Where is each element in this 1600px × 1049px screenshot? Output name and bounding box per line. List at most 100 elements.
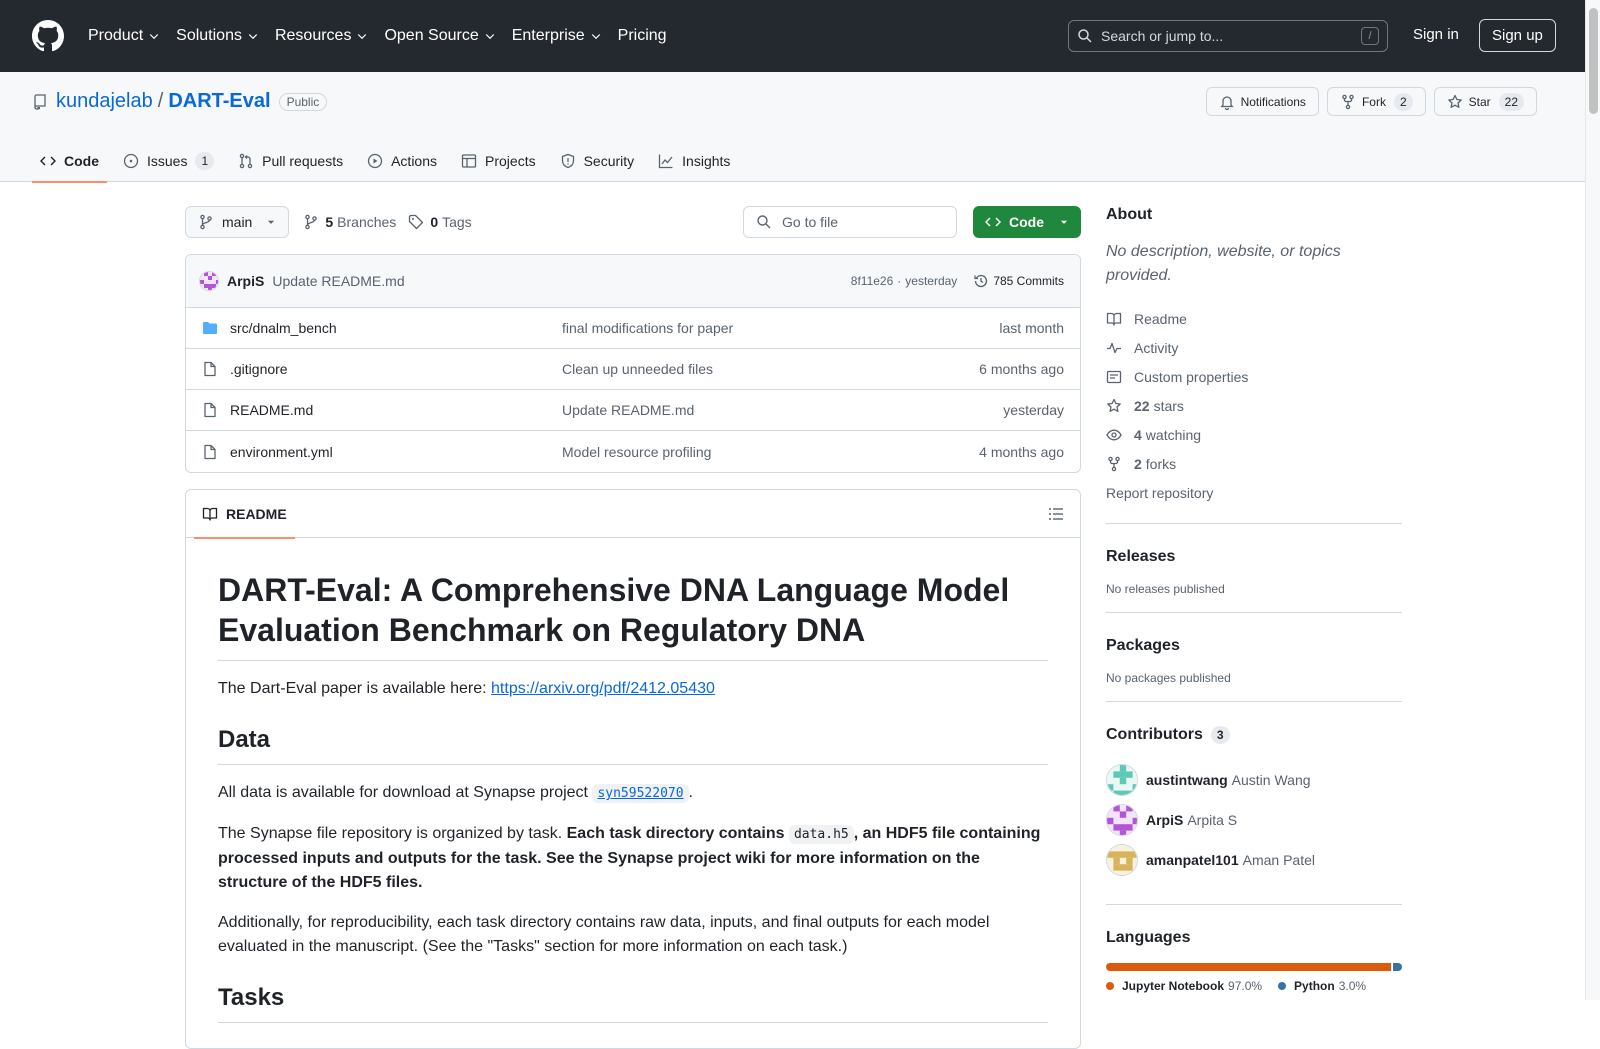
commits-history-link[interactable]: 785 Commits: [973, 273, 1064, 289]
repo-name-link[interactable]: DART-Eval: [168, 90, 271, 112]
fork-button[interactable]: Fork 2: [1326, 87, 1426, 116]
tab-pull-requests[interactable]: Pull requests: [230, 139, 351, 182]
language-item[interactable]: Python 3.0%: [1278, 979, 1366, 993]
identicon-icon: [1107, 845, 1137, 875]
avatar[interactable]: [1106, 764, 1138, 796]
github-logo-icon[interactable]: [32, 20, 64, 52]
releases-heading[interactable]: Releases: [1106, 548, 1176, 565]
contributor-item[interactable]: austintwang Austin Wang: [1106, 760, 1402, 800]
file-commit-message[interactable]: Model resource profiling: [562, 443, 712, 460]
file-name[interactable]: .gitignore: [230, 361, 288, 377]
search-input[interactable]: Search or jump to... /: [1068, 20, 1388, 52]
identicon-icon: [200, 272, 218, 290]
branch-icon: [200, 214, 212, 230]
synapse-project-link[interactable]: syn59522070: [592, 784, 689, 803]
section-heading-data: Data: [218, 725, 1048, 765]
file-row[interactable]: README.md Update README.md yesterday: [186, 390, 1080, 431]
nav-resources[interactable]: Resources: [275, 27, 368, 45]
contributors-count: 3: [1210, 726, 1230, 744]
contributor-login: amanpatel101: [1146, 852, 1239, 868]
sign-up-button[interactable]: Sign up: [1479, 19, 1556, 52]
readme-paragraph: The Synapse file repository is organized…: [218, 825, 1041, 891]
avatar[interactable]: [199, 271, 219, 291]
tab-insights[interactable]: Insights: [650, 139, 738, 182]
star-button[interactable]: Star 22: [1433, 87, 1537, 116]
latest-commit: ArpiS Update README.md 8f11e26 · yesterd…: [186, 255, 1080, 308]
code-icon: [40, 156, 56, 165]
readme-link[interactable]: Readme: [1106, 304, 1402, 333]
file-name[interactable]: environment.yml: [230, 443, 333, 460]
code-dropdown-button[interactable]: Code: [973, 206, 1081, 238]
repo-owner-link[interactable]: kundajelab: [56, 90, 153, 112]
identicon-icon: [1107, 805, 1137, 835]
packages-heading[interactable]: Packages: [1106, 637, 1180, 654]
search-shortcut-key: /: [1361, 27, 1379, 45]
tab-code[interactable]: Code: [32, 139, 107, 183]
nav-open-source[interactable]: Open Source: [384, 27, 495, 45]
nav-enterprise[interactable]: Enterprise: [512, 27, 602, 45]
bell-icon: [1220, 95, 1234, 110]
tab-security[interactable]: Security: [552, 139, 643, 182]
contributor-name: Aman Patel: [1242, 852, 1315, 868]
search-icon: [757, 215, 771, 229]
activity-link[interactable]: Activity: [1106, 333, 1402, 362]
repo-header: kundajelab / DART-Eval Public Notificati…: [0, 72, 1585, 183]
pull-request-icon: [239, 153, 253, 168]
custom-properties-link[interactable]: Custom properties: [1106, 362, 1402, 391]
nav-product[interactable]: Product: [88, 27, 160, 45]
scrollbar-thumb[interactable]: [1589, 8, 1598, 114]
file-commit-time: yesterday: [1003, 402, 1064, 418]
commit-time: yesterday: [905, 274, 958, 288]
list-unordered-icon[interactable]: [1048, 506, 1064, 522]
file-commit-message[interactable]: Update README.md: [562, 402, 695, 418]
file-row[interactable]: environment.yml Model resource profiling…: [186, 431, 1080, 472]
inline-code: data.h5: [788, 825, 854, 844]
go-to-file-input[interactable]: Go to file: [743, 206, 957, 238]
report-repository-link[interactable]: Report repository: [1106, 484, 1214, 501]
file-commit-message[interactable]: final modifications for paper: [562, 320, 734, 336]
tab-actions[interactable]: Actions: [359, 139, 445, 182]
readme-tab[interactable]: README: [194, 490, 295, 539]
readme-header: README: [186, 490, 1080, 539]
file-list: ArpiS Update README.md 8f11e26 · yesterd…: [185, 254, 1081, 473]
avatar[interactable]: [1106, 804, 1138, 836]
file-row[interactable]: src/dnalm_bench final modifications for …: [186, 308, 1080, 349]
language-percent: 97.0%: [1228, 979, 1263, 993]
contributor-login: austintwang: [1146, 772, 1228, 788]
commit-message[interactable]: Update README.md: [272, 273, 405, 289]
file-name[interactable]: src/dnalm_bench: [230, 320, 337, 336]
repo-icon: [34, 93, 46, 110]
note-icon: [1106, 370, 1122, 383]
tab-issues[interactable]: Issues 1: [115, 139, 222, 182]
file-name[interactable]: README.md: [230, 402, 314, 418]
branch-selector[interactable]: main: [185, 206, 290, 238]
issue-icon: [123, 153, 139, 168]
language-item[interactable]: Jupyter Notebook 97.0%: [1106, 979, 1262, 993]
contributor-item[interactable]: ArpiS Arpita S: [1106, 800, 1402, 840]
vertical-scrollbar[interactable]: [1585, 0, 1600, 1000]
repo-actions: Notifications Fork 2 Star 22: [1198, 87, 1537, 116]
languages-heading: Languages: [1106, 929, 1191, 946]
releases-empty: No releases published: [1106, 582, 1225, 596]
commit-author[interactable]: ArpiS: [227, 273, 265, 289]
paper-link[interactable]: https://arxiv.org/pdf/2412.05430: [491, 680, 715, 697]
tab-projects[interactable]: Projects: [453, 139, 544, 182]
file-row[interactable]: .gitignore Clean up unneeded files 6 mon…: [186, 349, 1080, 390]
file-icon: [204, 444, 216, 459]
nav-pricing[interactable]: Pricing: [617, 27, 667, 44]
sign-in-link[interactable]: Sign in: [1413, 26, 1459, 43]
contributor-item[interactable]: amanpatel101 Aman Patel: [1106, 840, 1402, 880]
nav-solutions[interactable]: Solutions: [176, 27, 259, 45]
file-commit-message[interactable]: Clean up unneeded files: [562, 361, 714, 377]
commit-hash[interactable]: 8f11e26: [850, 274, 894, 288]
avatar[interactable]: [1106, 844, 1138, 876]
notifications-button[interactable]: Notifications: [1205, 87, 1319, 116]
language-list: Jupyter Notebook 97.0% Python 3.0%: [1106, 979, 1402, 993]
